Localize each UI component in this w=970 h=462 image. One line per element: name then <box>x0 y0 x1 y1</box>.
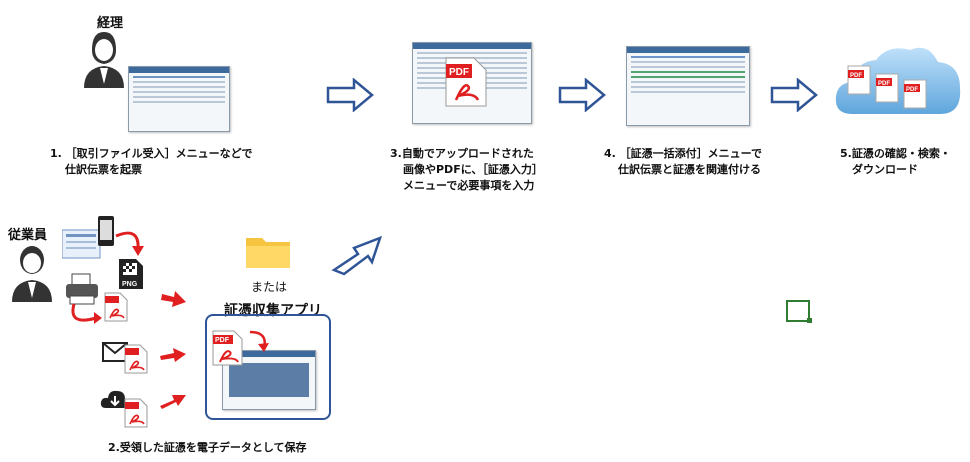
png-badge-text: PNG <box>122 281 138 288</box>
step3-line3: メニューで必要事項を入力 <box>403 179 535 192</box>
green-selection-handle[interactable] <box>807 318 812 323</box>
red-arrow-3 <box>160 395 186 409</box>
red-arrow-1 <box>161 291 186 307</box>
app-pdf-icon: PDF <box>212 330 243 366</box>
step4-line1: 4. ［証憑一括添付］メニューで <box>604 147 763 160</box>
cloud-pdf-1-text: PDF <box>850 73 862 79</box>
accounting-person-icon <box>84 32 124 88</box>
step1-caption: 1. ［取引ファイル受入］メニューなどで 仕訳伝票を起票 <box>50 146 320 178</box>
pdf-small-icon-1 <box>104 292 128 322</box>
cloud-pdf-3-text: PDF <box>906 87 918 93</box>
curved-arrow-icon <box>115 231 144 256</box>
folder-icon <box>246 238 290 268</box>
batch-attach-window <box>626 46 750 126</box>
voucher-collection-app-box <box>205 314 331 420</box>
step3-line1: 3.自動でアップロードされた <box>390 147 534 160</box>
step5-line1: 5.証憑の確認・検索・ <box>840 147 951 160</box>
or-text: または <box>251 280 288 294</box>
app-curved-arrow-icon <box>249 330 269 352</box>
pdf-small-icon-2 <box>124 344 148 374</box>
step4-caption: 4. ［証憑一括添付］メニューで 仕訳伝票と証憑を関連付ける <box>604 146 804 178</box>
cloud-download-icon <box>100 390 130 408</box>
flow-arrow-3 <box>770 78 818 112</box>
step2-caption: 2.受領した証憑を電子データとして保存 <box>108 441 307 454</box>
journal-entry-window <box>128 66 230 132</box>
pdf-file-icon: PDF <box>445 57 487 107</box>
pdf-badge-text: PDF <box>449 67 469 78</box>
step1-line2: 仕訳伝票を起票 <box>65 163 142 176</box>
receipt-smartphone-icon <box>62 216 114 259</box>
step4-line2: 仕訳伝票と証憑を関連付ける <box>618 163 761 176</box>
green-selection-box[interactable] <box>786 300 810 322</box>
step1-line1: 1. ［取引ファイル受入］メニューなどで <box>50 147 253 160</box>
scanner-icon <box>66 273 98 305</box>
step3-line2: 画像やPDFに、［証憑入力］ <box>403 163 543 176</box>
curved-arrow-scanner-icon <box>71 303 102 324</box>
employee-role-label: 従業員 <box>8 228 48 243</box>
flow-arrow-1 <box>326 78 374 112</box>
step5-line2: ダウンロード <box>852 163 918 176</box>
employee-person-icon <box>12 246 52 302</box>
png-file-icon: PNG <box>119 259 143 289</box>
step3-caption: 3.自動でアップロードされた 画像やPDFに、［証憑入力］ メニューで必要事項を… <box>390 146 580 194</box>
accounting-role-label: 経理 <box>97 16 124 31</box>
red-arrow-2 <box>160 348 186 362</box>
pdf-small-icon-3 <box>124 398 148 428</box>
flow-arrow-2 <box>558 78 606 112</box>
cloud-storage-icon: PDF PDF PDF <box>835 47 961 114</box>
app-pdf-text: PDF <box>215 337 230 344</box>
flow-arrow-up <box>331 235 383 276</box>
cloud-pdf-2-text: PDF <box>878 81 890 87</box>
step5-caption: 5.証憑の確認・検索・ ダウンロード <box>840 146 970 178</box>
